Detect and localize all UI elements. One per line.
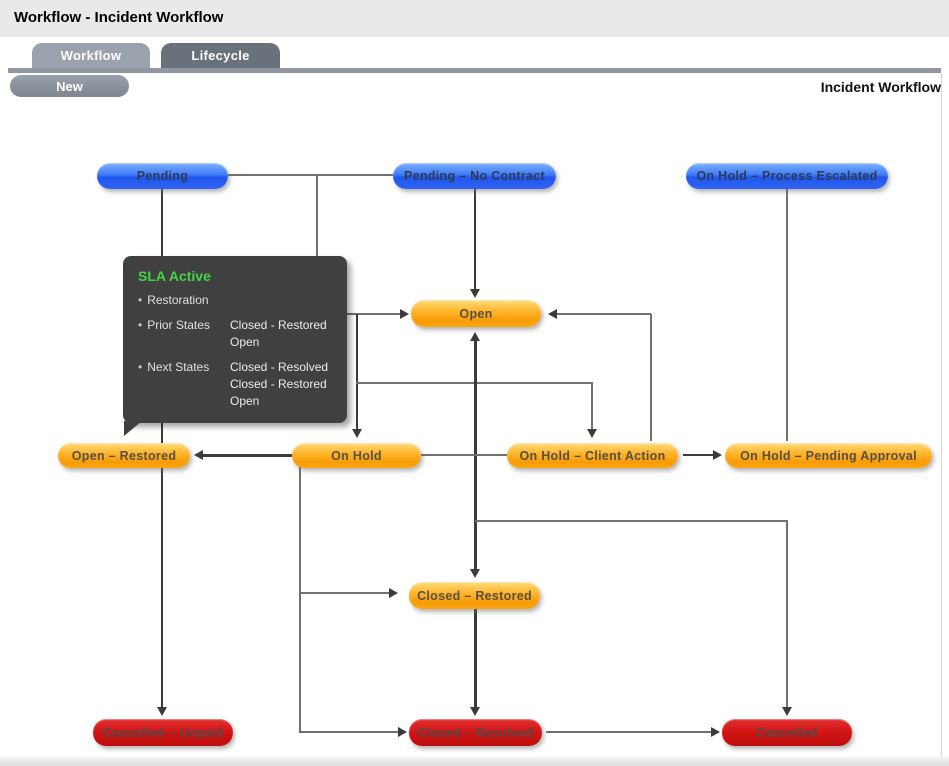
sla-tooltip-title: SLA Active (138, 268, 211, 284)
next-state-value: Closed - Restored (230, 377, 327, 391)
tooltip-row-prior-states: •Prior States Closed - Restored Open (138, 318, 327, 349)
arrow-into-open-restored-right (194, 450, 203, 460)
state-node-open-restored[interactable]: Open – Restored (58, 443, 190, 468)
edge-to-cancelled-horizontal (475, 520, 787, 522)
prior-state-value: Closed - Restored (230, 318, 327, 332)
edge-on-hold-client-action-link (421, 454, 507, 456)
edge-pending-to-open-vertical (316, 175, 318, 314)
edge-to-cancelled-vertical (786, 520, 788, 707)
edge-on-hold-to-closed-restored (299, 592, 389, 594)
arrow-into-open-right (548, 309, 557, 319)
bullet-icon: • (138, 360, 143, 374)
panel-right-border (941, 73, 942, 757)
state-node-closed-restored[interactable]: Closed – Restored (409, 582, 540, 609)
next-state-value: Open (230, 394, 260, 408)
page-title: Workflow - Incident Workflow (14, 9, 224, 26)
tab-workflow-label: Workflow (60, 48, 122, 63)
arrow-into-open-left (400, 309, 409, 319)
tab-divider-bar (8, 68, 941, 73)
edge-closed-resolved-to-cancelled (546, 731, 711, 733)
arrow-into-closed-restored-left (389, 588, 398, 598)
edge-process-escalated-down (786, 189, 788, 441)
edge-into-open-right (557, 313, 651, 315)
diagram-title: Incident Workflow (820, 79, 941, 95)
state-node-open[interactable]: Open (411, 300, 541, 327)
edge-into-open-left (316, 313, 400, 315)
state-node-on-hold[interactable]: On Hold (292, 443, 421, 468)
tab-lifecycle[interactable]: Lifecycle (161, 43, 280, 68)
new-button-label: New (56, 78, 83, 94)
title-bar: Workflow - Incident Workflow (0, 0, 949, 37)
state-node-on-hold-client-action[interactable]: On Hold – Client Action (507, 443, 678, 468)
panel-bottom-edge (0, 757, 949, 766)
bullet-icon: • (138, 293, 143, 307)
edge-branch-to-on-hold (356, 314, 358, 429)
tooltip-row-next-states: •Next States Closed - Resolved Closed - … (138, 360, 329, 408)
arrow-into-pending-approval-left (713, 450, 722, 460)
tab-workflow[interactable]: Workflow (32, 43, 150, 68)
edge-client-action-up (650, 314, 652, 441)
prior-state-value: Open (230, 335, 260, 349)
edge-on-hold-to-open-restored (203, 454, 292, 457)
state-node-pending-no-contract[interactable]: Pending – No Contract (393, 163, 556, 189)
arrow-into-open-bottom (470, 332, 480, 341)
arrow-into-cancelled-left (711, 727, 720, 737)
new-button[interactable]: New (10, 75, 129, 97)
arrow-into-closed-resolved-left (398, 727, 407, 737)
edge-branch-to-client-action (591, 382, 593, 429)
tab-lifecycle-label: Lifecycle (191, 48, 250, 63)
state-node-cancelled-unpaid[interactable]: Cancelled – Unpaid (93, 719, 233, 746)
edge-closed-restored-to-resolved (474, 609, 477, 707)
arrow-into-client-action-top (587, 429, 597, 438)
edge-client-action-to-pending-approval (683, 454, 713, 456)
arrow-into-on-hold-top (352, 429, 362, 438)
state-node-cancelled[interactable]: Cancelled (722, 719, 852, 746)
sla-tooltip: SLA Active •Restoration •Prior States Cl… (123, 256, 347, 436)
tooltip-row-restoration: •Restoration (138, 293, 209, 307)
arrow-into-closed-restored-top (470, 569, 480, 578)
state-node-on-hold-process-escalated[interactable]: On Hold – Process Escalated (686, 163, 888, 189)
arrow-into-open-top (470, 289, 480, 298)
bullet-icon: • (138, 318, 143, 332)
arrow-into-closed-resolved-top (470, 707, 480, 716)
arrow-into-cancelled-top (782, 707, 792, 716)
edge-on-hold-to-closed-resolved (299, 731, 398, 733)
state-node-closed-resolved[interactable]: Closed – Resolved (409, 719, 542, 746)
edge-no-contract-to-open (474, 189, 476, 289)
edge-pending-row-horizontal (228, 174, 394, 176)
edge-on-hold-down (299, 467, 301, 733)
next-state-value: Closed - Resolved (230, 360, 329, 374)
arrow-into-cancelled-unpaid-top (157, 707, 167, 716)
state-node-on-hold-pending-approval[interactable]: On Hold – Pending Approval (725, 443, 932, 468)
tooltip-pointer (124, 421, 142, 436)
state-node-pending[interactable]: Pending (97, 163, 228, 189)
